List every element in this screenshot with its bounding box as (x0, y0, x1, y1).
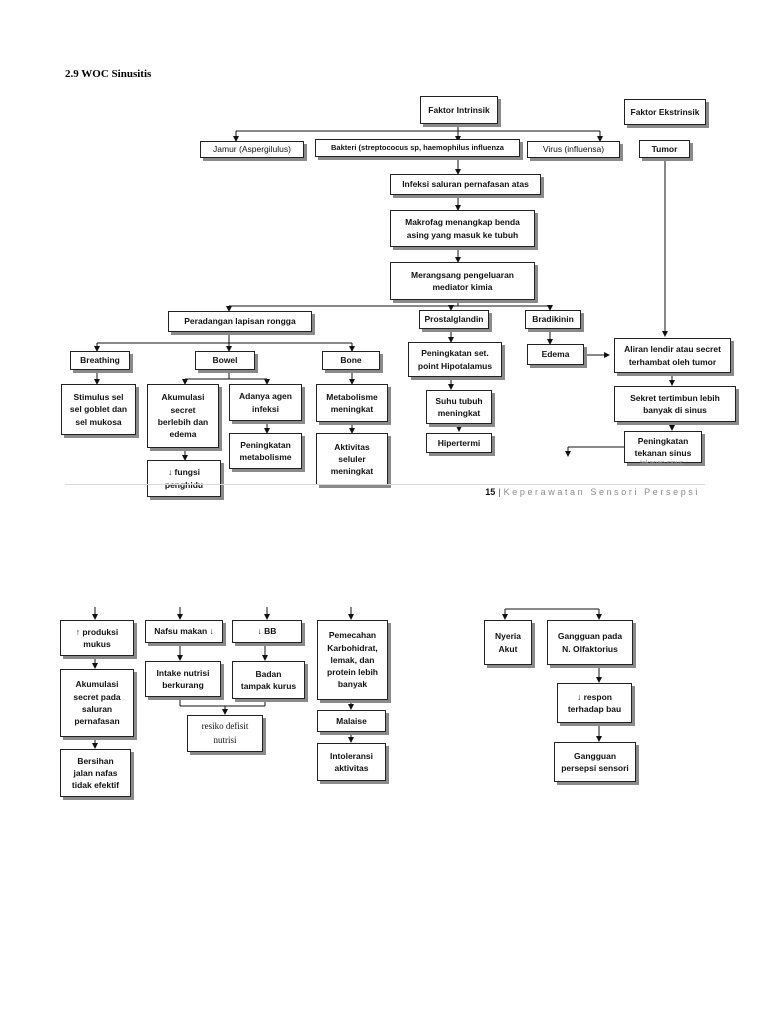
node-gangguan-persepsi: Gangguan persepsi sensori (554, 742, 636, 782)
node-merangsang: Merangsang pengeluaran mediator kimia (390, 262, 535, 300)
page-footer: 15|Keperawatan Sensori Persepsi (485, 487, 700, 497)
node-intoleransi: Intoleransi aktivitas (317, 743, 386, 781)
node-breathing: Breathing (70, 351, 130, 370)
node-edema: Edema (527, 344, 584, 365)
footer-rule (65, 484, 705, 485)
page-number: 15 (485, 487, 496, 497)
node-resiko-defisit: resiko defisit nutrisi (187, 715, 263, 752)
ghost-text: tekanan sinus (640, 460, 684, 467)
node-nafsu-makan: Nafsu makan ↓ (145, 620, 223, 643)
node-pemecahan: Pemecahan Karbohidrat, lemak, dan protei… (317, 620, 388, 700)
node-suhu-tubuh: Suhu tubuh meningkat (426, 390, 492, 424)
node-prostaglandin: Prostalglandin (419, 310, 489, 329)
node-malaise: Malaise (317, 710, 386, 732)
node-bowel: Bowel (195, 351, 255, 370)
node-hipertermi: Hipertermi (426, 433, 492, 453)
node-makrofag: Makrofag menangkap benda asing yang masu… (390, 210, 535, 247)
footer-title: Keperawatan Sensori Persepsi (503, 487, 700, 497)
node-akumulasi-secret: Akumulasi secret berlebih dan edema (147, 384, 219, 448)
node-aktivitas-seluler: Aktivitas seluler meningkat (316, 433, 388, 485)
node-virus: Virus (influensa) (527, 141, 620, 158)
footer-separator: | (498, 487, 501, 497)
node-peradangan: Peradangan lapisan rongga (168, 311, 312, 332)
node-peningkatan-tekanan: Peningkatan tekanan sinus (624, 431, 702, 463)
node-produksi-mukus: ↑ produksi mukus (60, 620, 134, 656)
node-metabolisme-meningkat: Metabolisme meningkat (316, 384, 388, 422)
node-bone: Bone (322, 351, 380, 370)
node-respon-bau: ↓ respon terhadap bau (557, 683, 632, 723)
node-tumor: Tumor (639, 140, 690, 158)
node-jamur: Jamur (Aspergilulus) (200, 141, 304, 158)
node-bersihan-jalan: Bersihan jalan nafas tidak efektif (60, 749, 131, 797)
node-gangguan-olfaktorius: Gangguan pada N. Olfaktorius (547, 620, 633, 665)
node-aliran-lendir: Aliran lendir atau secret terhambat oleh… (614, 338, 731, 373)
node-adanya-agen: Adanya agen infeksi (229, 384, 302, 421)
node-fungsi-penghidu: ↓ fungsi penghidu (147, 460, 221, 497)
page-heading: 2.9 WOC Sinusitis (65, 68, 152, 80)
node-stimulus-sel: Stimulus sel sel goblet dan sel mukosa (61, 384, 136, 435)
node-sekret-tertimbun: Sekret tertimbun lebih banyak di sinus (614, 386, 736, 422)
node-faktor-intrinsik: Faktor Intrinsik (420, 96, 498, 124)
node-infeksi: Infeksi saluran pernafasan atas (390, 174, 541, 195)
node-badan-kurus: Badan tampak kurus (232, 661, 305, 699)
node-bb: ↓ BB (232, 620, 302, 643)
node-faktor-ekstrinsik: Faktor Ekstrinsik (624, 99, 706, 125)
node-bradikinin: Bradikinin (525, 310, 581, 329)
node-bakteri: Bakteri (streptococus sp, haemophilus in… (315, 139, 520, 157)
node-intake-nutrisi: Intake nutrisi berkurang (145, 661, 221, 697)
node-peningkatan-set-point: Peningkatan set. point Hipotalamus (408, 342, 502, 377)
node-akumulasi-saluran: Akumulasi secret pada saluran pernafasan (60, 669, 134, 737)
node-peningkatan-metabolisme: Peningkatan metabolisme (229, 433, 302, 469)
node-nyeri-akut: Nyeria Akut (484, 620, 532, 665)
